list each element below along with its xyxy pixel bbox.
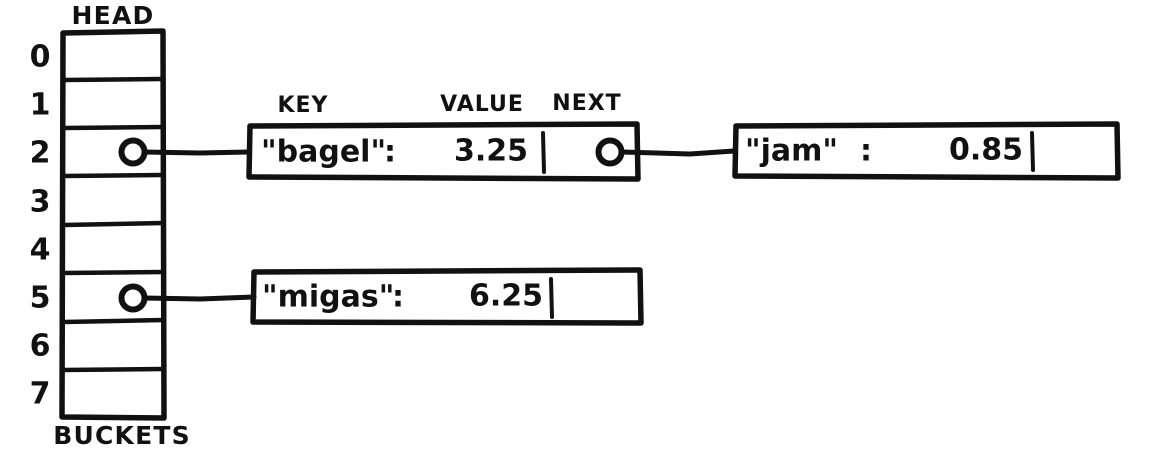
node-migas-separator: : — [392, 280, 404, 315]
node-jam-value: 0.85 — [949, 133, 1023, 168]
bucket-index-7: 7 — [30, 377, 51, 412]
link-line-bucket5-migas — [141, 294, 257, 302]
column-header-value: VALUE — [440, 92, 524, 117]
node-migas-field-divider — [549, 277, 554, 319]
link-bagel-to-jam — [618, 148, 737, 157]
node-bagel-key: "bagel" — [261, 135, 386, 170]
node-migas-outline — [250, 267, 644, 326]
bucket-index-0: 0 — [30, 40, 51, 75]
bucket-index-4: 4 — [30, 233, 51, 268]
node-jam-separator: : — [860, 134, 872, 169]
bucket-divider-5-6 — [61, 317, 166, 325]
buckets-label: BUCKETS — [53, 421, 191, 450]
bucket-index-labels: 0 1 2 3 4 5 6 7 — [30, 40, 51, 412]
link-bucket2-to-bagel — [118, 137, 252, 167]
column-header-key: KEY — [277, 93, 328, 118]
node-migas-key: "migas" — [262, 280, 394, 315]
node-bagel-next-pointer-dot — [595, 137, 625, 167]
bucket-divider-6-7 — [60, 366, 165, 373]
column-header-next: NEXT — [552, 91, 621, 116]
bucket-index-3: 3 — [30, 185, 51, 220]
bucket-index-2: 2 — [30, 136, 51, 171]
bucket5-pointer-dot — [118, 283, 148, 313]
node-jam-outline — [732, 121, 1121, 181]
bucket-index-5: 5 — [30, 281, 51, 316]
node-bagel: "bagel" : 3.25 — [246, 121, 641, 182]
bucket-divider-0-1 — [61, 76, 165, 83]
bucket2-pointer-dot — [118, 137, 148, 167]
link-line-bagel-jam — [618, 148, 737, 157]
bucket-divider-1-2 — [61, 124, 166, 131]
node-jam: "jam" : 0.85 — [732, 121, 1121, 181]
bucket-divider-4-5 — [60, 269, 165, 276]
node-bagel-outline — [246, 121, 641, 182]
bucket-divider-2-3 — [60, 172, 165, 179]
link-bucket5-to-migas — [118, 283, 257, 313]
node-migas: "migas" : 6.25 — [250, 267, 644, 326]
node-jam-key: "jam" — [745, 134, 838, 169]
bucket-index-6: 6 — [30, 329, 51, 364]
bucket-array — [59, 28, 167, 421]
node-bagel-separator: : — [384, 135, 396, 170]
node-bagel-value: 3.25 — [454, 134, 528, 169]
node-bagel-field-divider — [541, 131, 546, 174]
node-jam-field-divider — [1030, 131, 1035, 172]
bucket-divider-3-4 — [61, 220, 166, 228]
bucket-array-outline — [59, 28, 167, 421]
link-line-bucket2-bagel — [141, 149, 252, 156]
bucket-index-1: 1 — [30, 88, 51, 123]
head-label: HEAD — [72, 1, 155, 30]
node-migas-value: 6.25 — [469, 279, 543, 314]
column-headers: KEY VALUE NEXT — [277, 91, 621, 118]
